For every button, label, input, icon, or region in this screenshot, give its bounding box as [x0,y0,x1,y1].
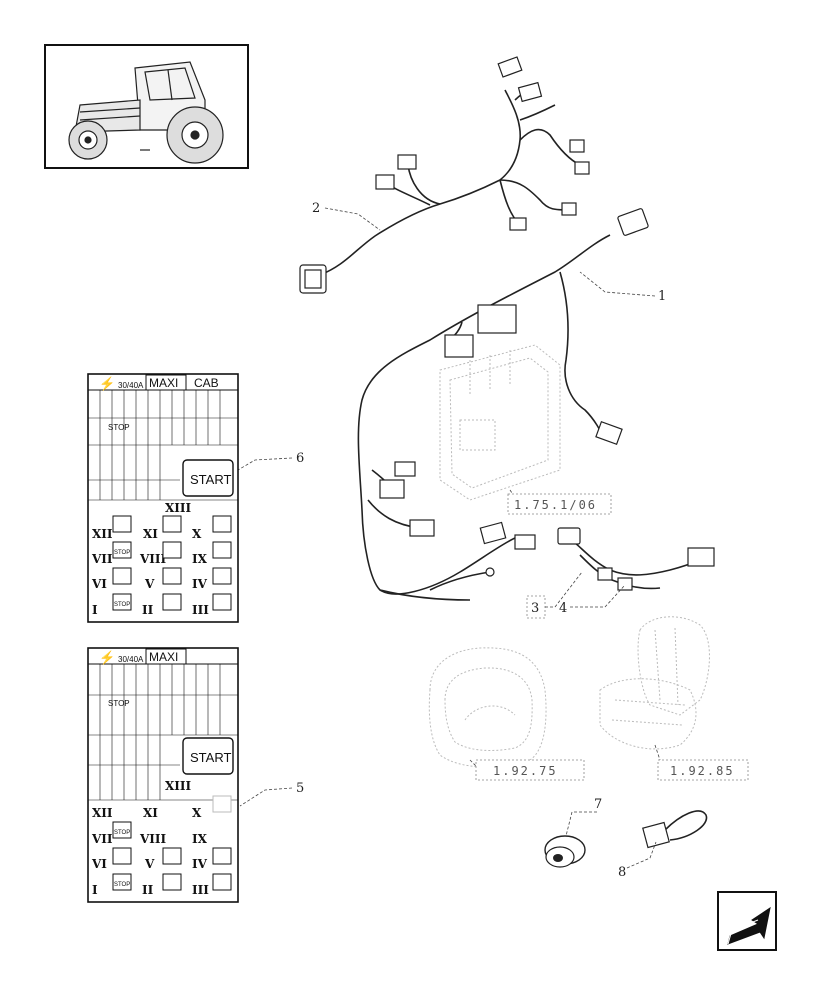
svg-text:START: START [190,750,231,765]
svg-text:V: V [144,857,155,871]
svg-text:VIII: VIII [139,832,167,846]
svg-text:30/40A: 30/40A [118,655,144,664]
lightning-icon: ⚡ [99,376,115,392]
svg-text:III: III [192,603,209,617]
relay-grid: XIII XII XI X VII STOP VIII IX VI V IV I… [91,779,232,897]
svg-text:XII: XII [92,806,113,820]
svg-text:STOP: STOP [114,550,130,556]
svg-text:STOP: STOP [114,602,130,608]
fusebox-top[interactable]: ⚡ 30/40A MAXI CAB STOP START [87,373,239,623]
back-arrow-button[interactable] [717,891,777,951]
callout-8: 8 [618,865,626,880]
svg-text:X: X [192,806,202,820]
ref-seat: 1.92.85 [670,764,735,778]
callout-5: 5 [296,781,304,796]
harness-3-4[interactable] [557,527,715,591]
svg-text:STOP: STOP [108,423,130,432]
svg-text:IV: IV [192,577,208,591]
svg-text:VII: VII [91,552,113,566]
svg-text:XI: XI [143,806,158,820]
harness-1[interactable] [357,208,649,601]
svg-text:XI: XI [143,527,158,541]
svg-text:V: V [144,577,155,591]
ref-ecu: 1.75.1/06 [514,498,597,512]
lamp-outline [428,647,547,768]
svg-text:MAXI: MAXI [149,650,178,664]
svg-text:IX: IX [192,832,208,846]
callout-7: 7 [594,797,602,812]
ecu-outline [439,344,561,501]
svg-text:IV: IV [192,857,208,871]
svg-text:II: II [142,603,154,617]
svg-text:STOP: STOP [108,699,130,708]
svg-text:II: II [142,883,154,897]
fusebox-bottom[interactable]: ⚡ 30/40A MAXI STOP START XIII XII XI [87,647,239,903]
harness-2[interactable] [299,56,590,294]
grommet-part[interactable] [544,835,586,868]
svg-text:VII: VII [91,832,113,846]
svg-text:IX: IX [192,552,208,566]
svg-text:VIII: VIII [139,552,167,566]
svg-text:III: III [192,883,209,897]
fuse-grid [88,390,238,501]
callout-4: 4 [559,601,567,616]
svg-text:XIII: XIII [165,501,192,515]
callout-6: 6 [296,451,304,466]
svg-text:XII: XII [92,527,113,541]
relay-grid: XIII XII XI X VII STOP VIII IX VI V IV I… [91,501,232,617]
tractor-thumbnail[interactable] [44,44,249,169]
callout-1: 1 [658,289,666,304]
callout-2: 2 [312,201,320,216]
svg-text:CAB: CAB [194,376,219,390]
svg-text:MAXI: MAXI [149,376,178,390]
callout-3: 3 [531,601,539,616]
svg-text:I: I [92,883,98,897]
svg-text:VI: VI [91,857,107,871]
loop-connector-part[interactable] [642,810,708,849]
svg-text:XIII: XIII [165,779,192,793]
callouts: 2 1 6 5 7 8 3 4 1.75.1/06 1.92.75 1.92.8… [237,201,749,880]
svg-text:START: START [190,472,231,487]
svg-text:STOP: STOP [114,882,130,888]
ref-lamp: 1.92.75 [493,764,558,778]
svg-text:30/40A: 30/40A [118,381,144,390]
svg-text:I: I [92,603,98,617]
seat-outline [599,616,710,750]
svg-text:X: X [192,527,202,541]
lightning-icon: ⚡ [99,650,115,666]
svg-text:STOP: STOP [114,830,130,836]
tractor-icon [68,61,224,164]
svg-text:VI: VI [91,577,107,591]
